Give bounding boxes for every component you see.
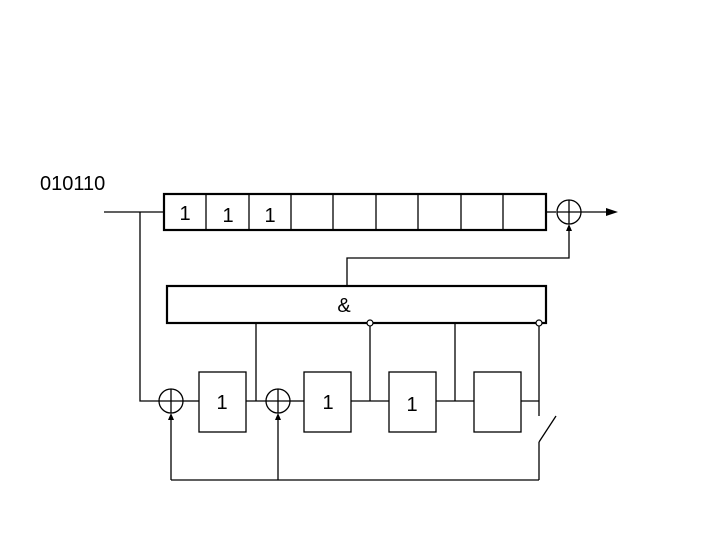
shift-register: 1 1 1 — [162, 192, 548, 232]
feedback-arrow-icon — [168, 413, 174, 420]
feedback-register-cell-4 — [473, 371, 522, 433]
feedback-arrow-icon — [275, 413, 281, 420]
feedback-register-value-1: 1 — [216, 392, 227, 414]
feedback-register-value-2: 1 — [322, 392, 333, 414]
feedback-register-value-3: 1 — [406, 394, 417, 416]
feedback-register-cell-1 — [198, 371, 247, 433]
shift-register-frame — [162, 192, 548, 232]
input-feedback-wire — [139, 212, 159, 402]
shift-register-cell-1: 1 — [179, 203, 190, 225]
inverted-input-bubble — [535, 319, 543, 327]
output-xor-gate — [556, 199, 582, 225]
shift-register-cell-3: 1 — [264, 205, 275, 227]
feedback-register-cell-3 — [388, 371, 437, 433]
feedback-switch — [538, 415, 557, 443]
and-gate-box — [165, 284, 548, 325]
and-gate-symbol: & — [337, 295, 351, 317]
feedback-xor-gate-2 — [265, 388, 291, 414]
inverted-input-bubble — [366, 319, 374, 327]
feedback-xor-gate-1 — [158, 388, 184, 414]
and-output-wire — [346, 230, 570, 286]
input-sequence-label: 010110 — [40, 173, 105, 195]
output-arrow-icon — [606, 208, 618, 216]
shift-register-cell-2: 1 — [222, 205, 233, 227]
xor-input-arrow-icon — [566, 224, 572, 231]
feedback-register-cell-2 — [303, 371, 352, 433]
